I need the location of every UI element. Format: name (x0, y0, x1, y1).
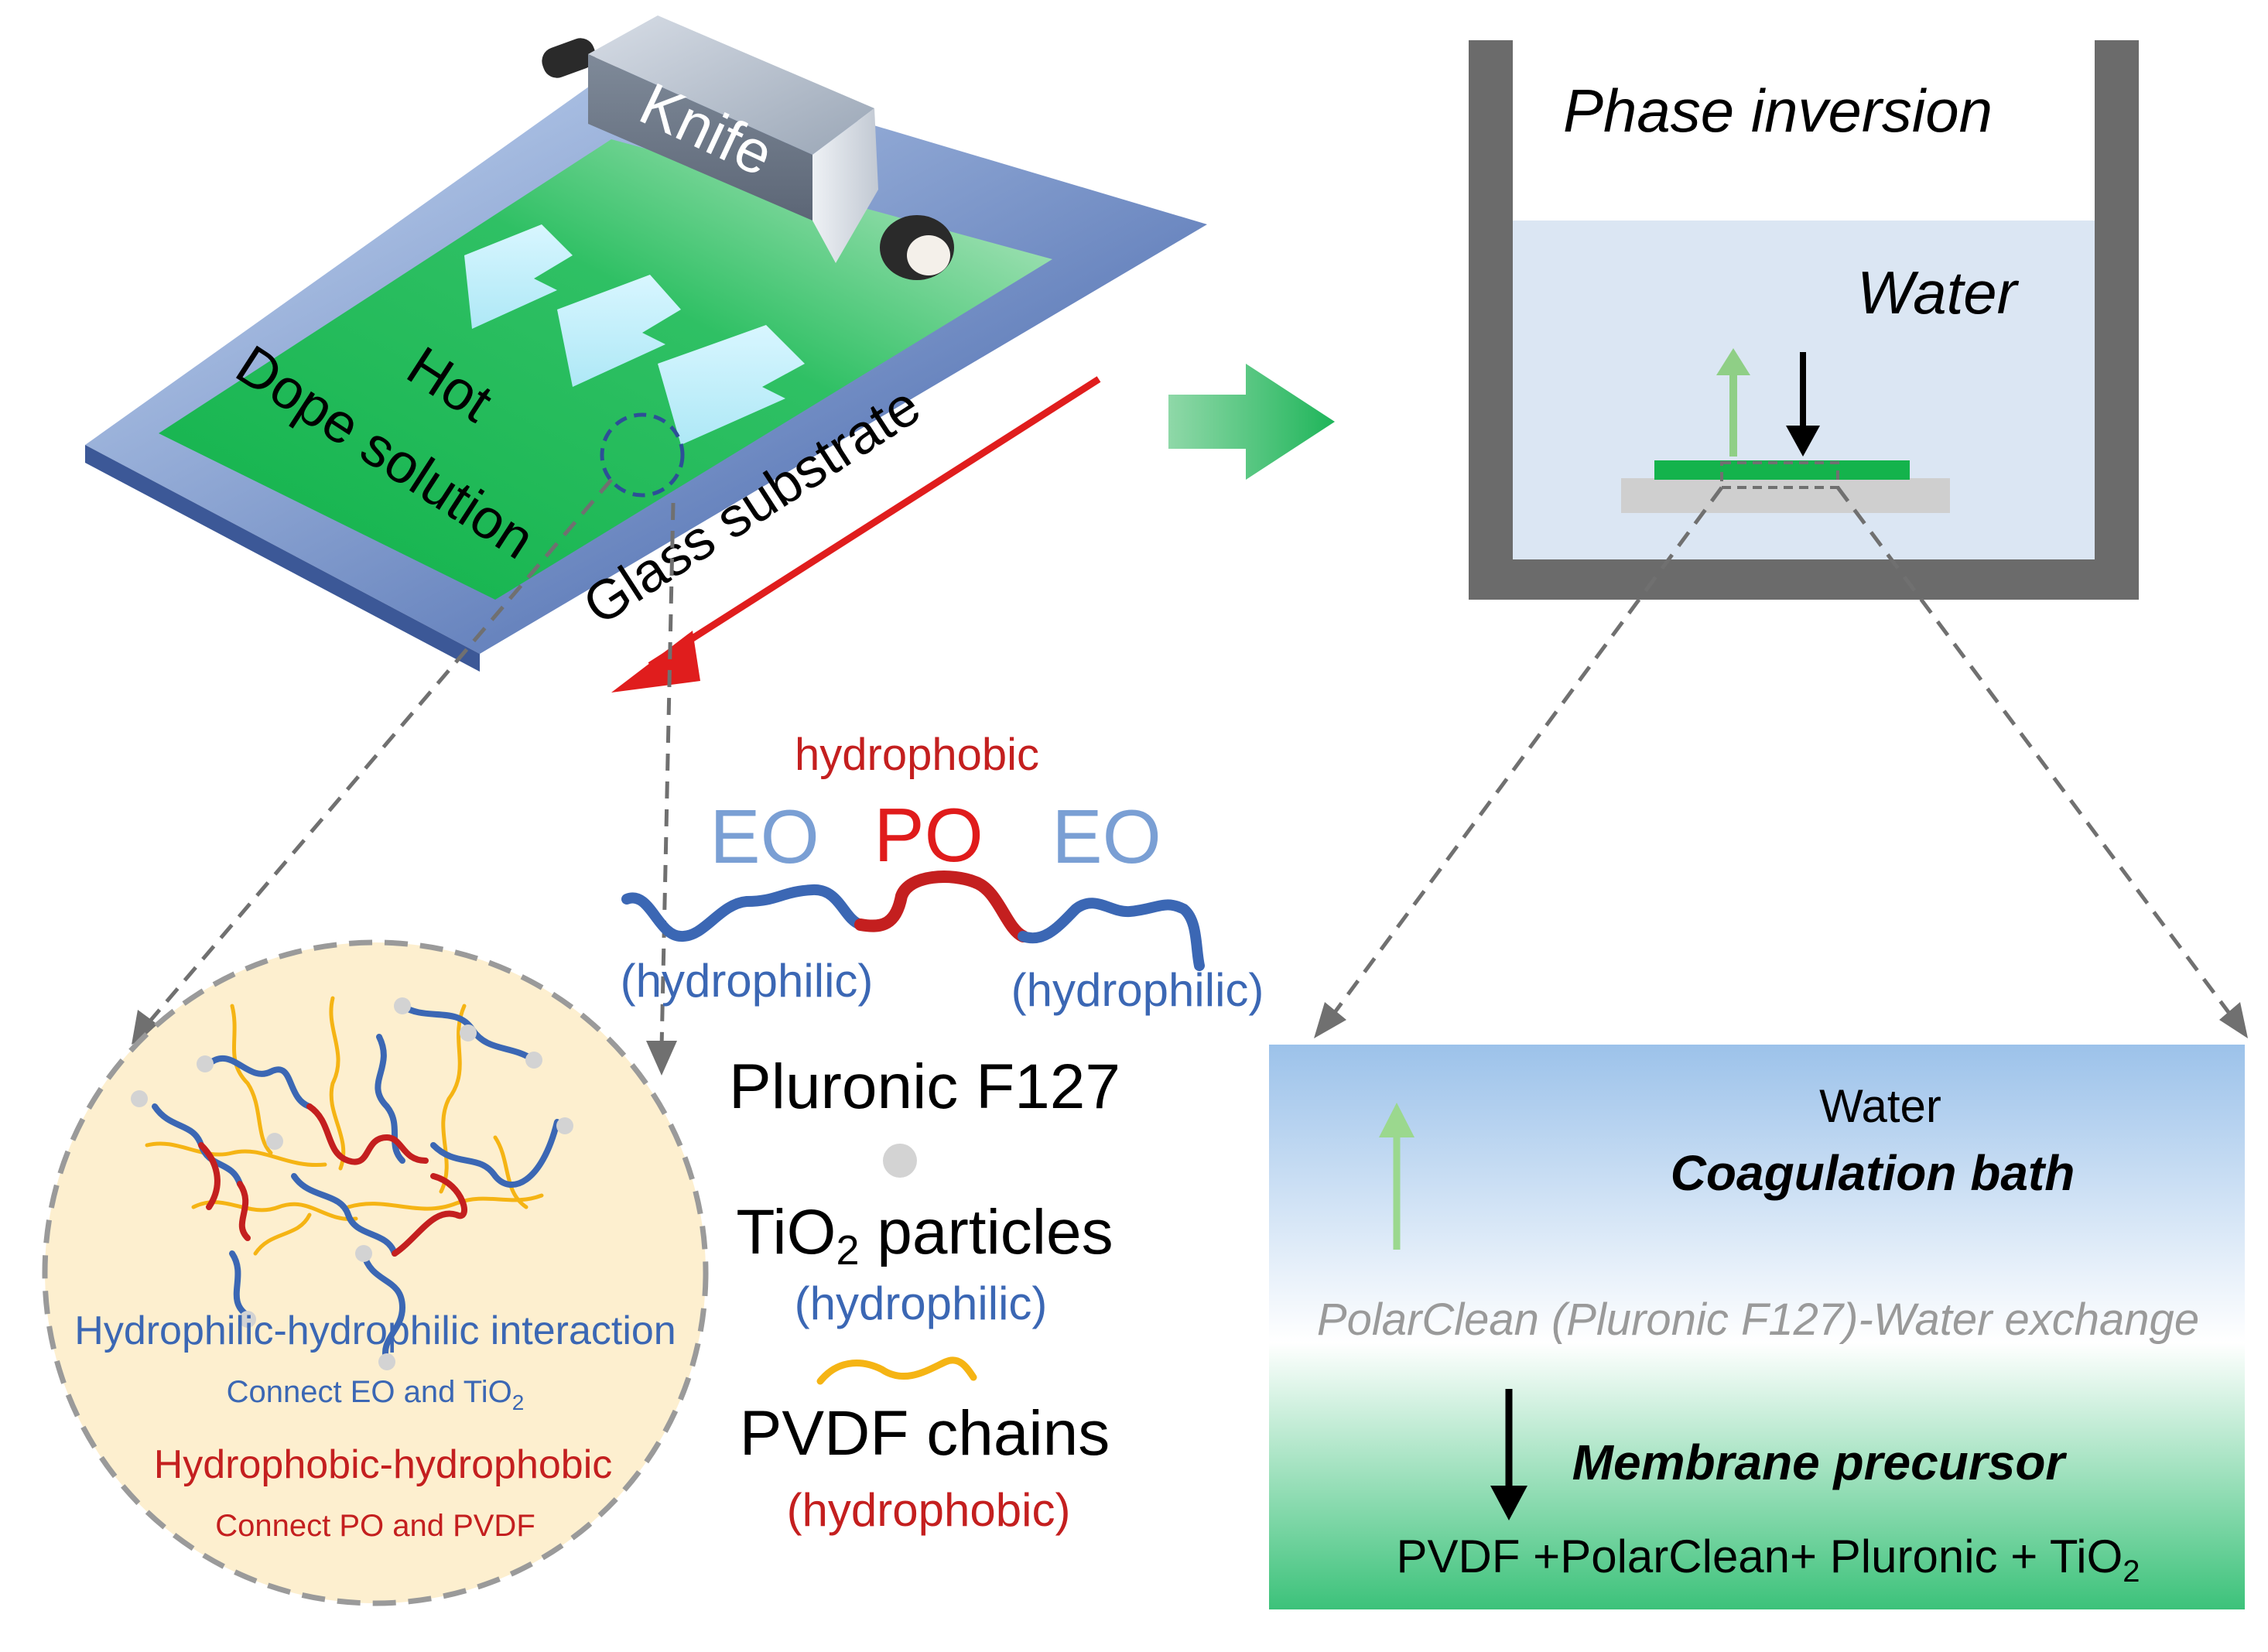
process-arrow (1168, 364, 1335, 480)
precursor-formula-sub: 2 (2123, 1555, 2140, 1589)
eo-right-chain (1018, 898, 1205, 971)
phase-inversion-beaker: Phase inversion Water (1469, 40, 2139, 600)
tio2-label-sub: 2 (836, 1227, 859, 1274)
membrane-panel: Water Coagulation bath PolarClean (Pluro… (1269, 1045, 2245, 1609)
glass-substrate-edge (85, 445, 480, 672)
pvdf-chains (145, 996, 544, 1256)
po-chain (854, 870, 1029, 942)
tio2-particles (131, 997, 573, 1370)
coagulation-bath-panel (1269, 1045, 2245, 1342)
red-direction-arrowhead (611, 631, 700, 693)
po-label: PO (874, 792, 983, 877)
precursor-formula-main: PVDF +PolarClean+ Pluronic + TiO (1396, 1531, 2123, 1582)
precursor-formula: PVDF +PolarClean+ Pluronic + TiO2 (1396, 1531, 2140, 1589)
dashed-connectors (142, 478, 2235, 1049)
zoom-marker-rect (1720, 461, 1839, 489)
eo-chains (152, 1003, 560, 1365)
casting-direction-arrows (464, 224, 805, 445)
membrane-precursor-panel (1269, 1342, 2245, 1609)
phase-inversion-label: Phase inversion (1563, 77, 1993, 145)
eo-right-label: EO (1052, 794, 1161, 879)
tio2-label-rest: particles (859, 1197, 1113, 1267)
casting-setup: Knife Hot Dope solution Glass substrate (85, 15, 1207, 693)
interaction-circle: Hydrophilic-hydrophilic interaction Conn… (42, 939, 709, 1606)
red-direction-arrow-line (648, 376, 1101, 669)
hydrophilic-left-label: (hydrophilic) (621, 955, 874, 1007)
philic-sub-sub: 2 (512, 1390, 525, 1414)
hydrophilic-right-label: (hydrophilic) (1011, 964, 1264, 1016)
membrane-precursor-label: Membrane precursor (1572, 1435, 2068, 1490)
beaker-water-label: Water (1857, 258, 2020, 327)
pluronic-label: Pluronic F127 (729, 1052, 1120, 1122)
philic-interaction-sub: Connect EO and TiO2 (227, 1375, 525, 1414)
eo-left-label: EO (710, 794, 819, 879)
pvdf-label: PVDF chains (740, 1398, 1110, 1469)
pvdf-chain-swatch (816, 1356, 977, 1385)
upward-arrowhead (1379, 1103, 1415, 1137)
membrane-film (1654, 460, 1910, 480)
philic-interaction-title: Hydrophilic-hydrophilic interaction (74, 1308, 676, 1353)
pluronic-molecule: hydrophobic EO PO EO (hydrophilic) (hydr… (621, 730, 1264, 1016)
inflow-arrowhead (1786, 426, 1820, 457)
tio2-label-main: TiO (736, 1197, 836, 1267)
philic-sub-main: Connect EO and TiO (227, 1375, 512, 1409)
support-plate (1621, 478, 1950, 513)
phobic-interaction-sub: Connect PO and PVDF (215, 1509, 535, 1543)
dashed-connector-heads (132, 1002, 2248, 1076)
panel-water-label: Water (1819, 1080, 1941, 1132)
legend: Pluronic F127 TiO2 particles (hydrophili… (729, 1052, 1120, 1536)
outflow-arrowhead (1716, 348, 1750, 375)
downward-arrowhead (1490, 1486, 1527, 1520)
coagulation-bath-label: Coagulation bath (1671, 1145, 2075, 1201)
casting-knife: Knife (542, 15, 954, 280)
exchange-label: PolarClean (Pluronic F127)-Water exchang… (1317, 1295, 2199, 1345)
phobic-interaction-title: Hydrophobic-hydrophobic (154, 1442, 613, 1487)
tio2-particle-swatch (883, 1144, 917, 1178)
pvdf-note: (hydrophobic) (787, 1484, 1071, 1536)
tio2-note: (hydrophilic) (795, 1277, 1048, 1329)
po-chains (198, 1103, 467, 1257)
zoom-marker-circle (600, 412, 685, 498)
eo-left-chain (621, 884, 866, 942)
hydrophobic-label: hydrophobic (795, 730, 1039, 780)
tio2-label: TiO2 particles (736, 1197, 1113, 1274)
